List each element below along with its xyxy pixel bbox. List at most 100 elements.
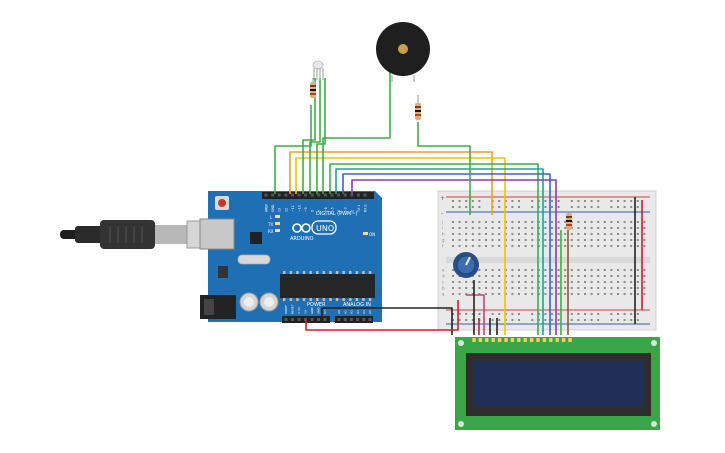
lcd-pin[interactable] — [478, 338, 483, 342]
breadboard-row-letter: i — [442, 226, 443, 231]
digital-pin-socket[interactable] — [297, 193, 301, 197]
breadboard-row-letter: e — [442, 268, 445, 273]
power-pin-socket[interactable] — [284, 318, 288, 321]
crystal-oscillator — [237, 254, 271, 265]
brand-label: ARDUINO — [290, 236, 314, 242]
digital-pin-label: 12 — [284, 208, 288, 212]
digital-pin-socket[interactable] — [284, 193, 288, 197]
lcd-pin[interactable] — [523, 338, 527, 342]
analog-pin-socket[interactable] — [349, 318, 353, 321]
wire-orange-pin12 — [289, 151, 493, 215]
digital-pin-socket[interactable] — [304, 193, 308, 197]
digital-pin-label: ~9 — [304, 207, 308, 212]
lcd-pin[interactable] — [529, 338, 534, 342]
digital-pin-label: TX 1 — [357, 205, 361, 213]
potentiometer[interactable] — [453, 252, 479, 278]
usb-chip — [250, 232, 262, 244]
lcd-pin[interactable] — [555, 338, 559, 342]
capacitors — [239, 292, 279, 312]
wire-green-pin5 — [329, 163, 539, 335]
power-pin-socket[interactable] — [291, 318, 294, 321]
resistor-buzzer[interactable] — [415, 95, 421, 120]
breadboard-row-letter: b — [442, 286, 445, 291]
digital-pin-label: ~11 — [291, 205, 295, 212]
digital-pin-label: ~10 — [298, 205, 302, 212]
lcd-pin[interactable] — [504, 338, 508, 342]
power-pin-socket[interactable] — [323, 318, 327, 321]
analog-header-label: ANALOG IN — [343, 302, 371, 308]
lcd-pin[interactable] — [536, 338, 540, 342]
atmega-chip — [280, 274, 375, 298]
l-label: L — [270, 215, 273, 220]
analog-pin-label: A2 — [350, 310, 354, 314]
breadboard-row-letter: c — [442, 280, 444, 285]
digital-pin-socket[interactable] — [264, 193, 268, 197]
digital-pin-socket[interactable] — [343, 193, 347, 197]
lcd-pin-row — [472, 338, 572, 342]
wire-green-buzzer — [322, 68, 391, 194]
rx-label: RX — [268, 229, 274, 234]
digital-pin-socket[interactable] — [337, 193, 341, 197]
digital-pin-socket[interactable] — [271, 193, 275, 197]
power-pin-socket[interactable] — [317, 318, 320, 321]
analog-pin-socket[interactable] — [337, 318, 341, 321]
digital-pin-socket[interactable] — [317, 193, 321, 197]
wires — [274, 68, 643, 335]
breadboard-row-letter: a — [442, 292, 445, 297]
digital-pin-socket[interactable] — [356, 193, 360, 197]
digital-pin-label: ~3 — [344, 207, 348, 212]
power-header-label: POWER — [307, 302, 326, 308]
wire-green-led-3 — [316, 78, 326, 194]
lcd-pin[interactable] — [549, 338, 553, 342]
lcd-pin[interactable] — [517, 338, 521, 342]
analog-pin-label: A5 — [368, 310, 372, 314]
digital-pin-socket[interactable] — [310, 193, 314, 197]
digital-pin-socket[interactable] — [277, 193, 281, 197]
usb-port — [199, 218, 235, 250]
piezo-buzzer[interactable] — [376, 22, 430, 82]
power-pin-label: RESET — [291, 304, 295, 314]
lcd-pin[interactable] — [485, 338, 489, 342]
analog-pin-label: A4 — [362, 310, 366, 314]
breadboard-row-letter: j — [441, 220, 443, 225]
digital-header-label: DIGITAL (PWM~) — [316, 211, 358, 217]
wire-green-gnd — [274, 105, 312, 194]
lcd-16x2[interactable] — [455, 337, 660, 430]
lcd-screen — [473, 361, 644, 406]
wire-red-5v — [305, 300, 459, 331]
power-pin-socket[interactable] — [310, 318, 314, 321]
wire-teal-pin4 — [335, 168, 544, 335]
rgb-led[interactable] — [312, 60, 324, 80]
lcd-pin[interactable] — [510, 338, 515, 342]
analog-pin-socket[interactable] — [356, 318, 360, 321]
analog-pin-socket[interactable] — [343, 318, 347, 321]
digital-pin-label: GND — [271, 204, 275, 212]
lcd-pin[interactable] — [542, 338, 547, 342]
tx-label: TX — [267, 222, 273, 227]
digital-pin-socket[interactable] — [323, 193, 327, 197]
lcd-pin[interactable] — [472, 338, 476, 342]
resistor-breadboard[interactable] — [566, 213, 572, 230]
power-pin-socket[interactable] — [304, 318, 307, 321]
wire-green-led-1 — [302, 78, 316, 194]
digital-pin-label: 7 — [317, 210, 321, 212]
lcd-pin[interactable] — [561, 338, 566, 342]
analog-pin-socket[interactable] — [368, 318, 372, 321]
digital-pin-label: ~5 — [331, 207, 335, 212]
digital-pin-socket[interactable] — [363, 193, 367, 197]
power-pin-label: 3.3V — [297, 306, 301, 314]
lcd-pin[interactable] — [491, 338, 495, 342]
power-pin-socket[interactable] — [297, 318, 301, 321]
resistor-led[interactable] — [310, 78, 316, 98]
digital-pin-label: 8 — [311, 210, 315, 212]
lcd-pin[interactable] — [497, 338, 502, 342]
wire-blue-pin3 — [342, 173, 551, 335]
breadboard-row-letter: f — [442, 244, 444, 249]
analog-pin-socket[interactable] — [362, 318, 366, 321]
digital-pin-socket[interactable] — [350, 193, 354, 197]
digital-pin-socket[interactable] — [290, 193, 294, 197]
digital-pin-socket[interactable] — [330, 193, 334, 197]
lcd-pin[interactable] — [568, 338, 572, 342]
